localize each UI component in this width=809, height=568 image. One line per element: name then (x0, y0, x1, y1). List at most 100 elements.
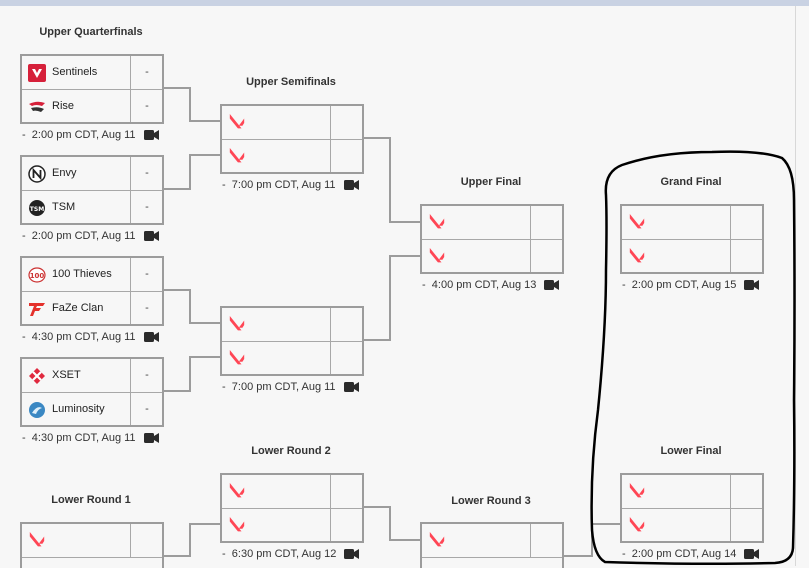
team-row-tbd[interactable] (622, 206, 762, 240)
video-camera-icon[interactable] (144, 433, 159, 443)
valorant-logo-icon (228, 483, 246, 501)
team-name: Rise (52, 100, 75, 112)
team-row-sentinels[interactable]: Sentinels - (22, 56, 162, 90)
team-row-faze-clan[interactable]: FaZe Clan - (22, 292, 162, 324)
team-row-tbd[interactable] (222, 140, 362, 172)
connector-lr2-lr3 (363, 506, 422, 541)
team-row-tbd[interactable] (222, 106, 362, 140)
video-camera-icon[interactable] (144, 332, 159, 342)
tsm-logo-icon: TSM (29, 200, 45, 216)
match-time: - 4:00 pm CDT, Aug 13 (422, 279, 537, 291)
match-upper-qf-2[interactable]: Envy - TSM TSM - (20, 155, 164, 225)
team-name: FaZe Clan (52, 302, 104, 314)
valorant-logo-icon (228, 114, 246, 132)
match-lower-round-3[interactable] (420, 522, 564, 568)
team-name: 100 Thieves (52, 268, 112, 280)
team-row-tbd[interactable] (222, 475, 362, 509)
video-camera-icon[interactable] (344, 382, 359, 392)
match-time: - 2:00 pm CDT, Aug 14 (622, 548, 737, 560)
team-row-tbd[interactable] (622, 509, 762, 541)
team-row-tbd[interactable] (622, 475, 762, 509)
match-time: - 4:30 pm CDT, Aug 11 (22, 432, 136, 444)
team-score (330, 475, 363, 508)
valorant-logo-icon (628, 248, 646, 266)
team-score (330, 308, 363, 341)
video-camera-icon[interactable] (344, 549, 359, 559)
team-score (530, 524, 563, 557)
match-lower-round-1[interactable] (20, 522, 164, 568)
match-upper-sf-2[interactable] (220, 306, 364, 376)
right-border (795, 6, 796, 566)
connector-qf3-qf4-sf2 (163, 289, 222, 392)
team-row-tsm[interactable]: TSM TSM - (22, 191, 162, 223)
video-camera-icon[interactable] (744, 549, 759, 559)
rise-logo-icon (29, 101, 45, 112)
team-score (530, 206, 563, 239)
upper-semifinals-title: Upper Semifinals (246, 76, 336, 88)
svg-text:TSM: TSM (30, 206, 44, 213)
match-upper-qf-1[interactable]: Sentinels - Rise - (20, 54, 164, 124)
lower-round-3-title: Lower Round 3 (451, 495, 531, 507)
match-time: - 4:30 pm CDT, Aug 11 (22, 331, 136, 343)
team-score (730, 475, 763, 508)
connector-qf1-qf2-sf1 (163, 87, 222, 190)
team-row-tbd[interactable] (222, 509, 362, 541)
match-time: - 7:00 pm CDT, Aug 11 (222, 381, 336, 393)
xset-logo-icon (29, 368, 45, 384)
team-row-tbd[interactable] (422, 206, 562, 240)
team-row-xset[interactable]: XSET - (22, 359, 162, 393)
match-upper-qf-4[interactable]: XSET - Luminosity - (20, 357, 164, 427)
team-row-tbd[interactable] (222, 342, 362, 374)
luminosity-logo-icon (29, 402, 45, 418)
video-camera-icon[interactable] (744, 280, 759, 290)
upper-quarterfinals-title: Upper Quarterfinals (39, 26, 143, 38)
team-row-tbd[interactable] (22, 524, 162, 558)
team-score (730, 206, 763, 239)
video-camera-icon[interactable] (544, 280, 559, 290)
valorant-logo-icon (628, 214, 646, 232)
lower-final-title: Lower Final (660, 445, 722, 457)
faze-clan-logo-icon (29, 303, 45, 316)
team-row-tbd[interactable] (622, 240, 762, 272)
match-lower-round-2[interactable] (220, 473, 364, 543)
grand-final-title: Grand Final (660, 176, 722, 188)
team-score: - (130, 56, 163, 89)
lower-round-1-title: Lower Round 1 (51, 494, 131, 506)
team-score: - (130, 292, 163, 324)
valorant-logo-icon (28, 532, 46, 550)
connector-sf-uf (363, 137, 422, 341)
sentinels-logo-icon (28, 64, 46, 82)
team-name: Envy (52, 167, 77, 179)
envy-logo-icon (28, 165, 46, 183)
match-upper-final[interactable] (420, 204, 564, 274)
team-row-tbd[interactable] (422, 240, 562, 272)
team-name: Sentinels (52, 66, 98, 78)
team-score (330, 342, 363, 374)
match-lower-final[interactable] (620, 473, 764, 543)
team-score (730, 240, 763, 272)
valorant-logo-icon (628, 517, 646, 535)
valorant-logo-icon (228, 517, 246, 535)
team-name: TSM (52, 201, 76, 213)
video-camera-icon[interactable] (344, 180, 359, 190)
match-upper-qf-3[interactable]: 100 100 Thieves - FaZe Clan - (20, 256, 164, 326)
team-row-rise[interactable]: Rise - (22, 90, 162, 122)
team-row-tbd[interactable] (222, 308, 362, 342)
valorant-logo-icon (628, 483, 646, 501)
team-row-luminosity[interactable]: Luminosity - (22, 393, 162, 425)
valorant-logo-icon (428, 532, 446, 550)
team-score (330, 509, 363, 541)
team-row-tbd[interactable] (422, 524, 562, 558)
valorant-logo-icon (228, 350, 246, 368)
team-score: - (130, 157, 163, 190)
match-time: - 2:00 pm CDT, Aug 11 (22, 129, 136, 141)
team-row-envy[interactable]: Envy - (22, 157, 162, 191)
team-row-100-thieves[interactable]: 100 100 Thieves - (22, 258, 162, 292)
video-camera-icon[interactable] (144, 130, 159, 140)
video-camera-icon[interactable] (144, 231, 159, 241)
match-time: - 2:00 pm CDT, Aug 11 (22, 230, 136, 242)
valorant-logo-icon (428, 248, 446, 266)
team-score (530, 240, 563, 272)
match-upper-sf-1[interactable] (220, 104, 364, 174)
match-grand-final[interactable] (620, 204, 764, 274)
